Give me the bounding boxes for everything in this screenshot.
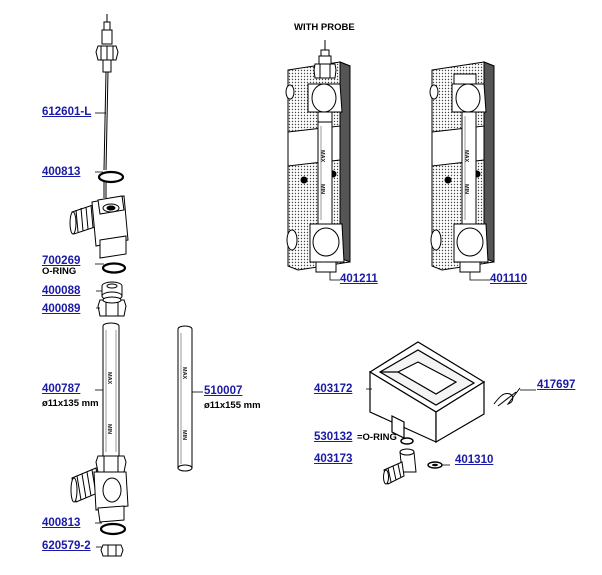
o-ring-note-right: =O-RING <box>357 432 397 443</box>
bottom-elbow-valve-drawing <box>70 455 129 523</box>
hex-nut-400089-drawing <box>97 296 127 317</box>
top-elbow-valve-drawing <box>69 195 129 259</box>
part-401110-link[interactable]: 401110 <box>490 273 528 285</box>
washer-400813-bottom-drawing <box>99 522 127 536</box>
part-417697-link[interactable]: 417697 <box>537 379 576 391</box>
part-510007-link[interactable]: 510007 <box>204 385 243 397</box>
washer-400813-top-drawing <box>97 170 125 184</box>
with-probe-heading: WITH PROBE <box>294 22 355 33</box>
part-400813-top-link[interactable]: 400813 <box>42 166 81 178</box>
probe-rod-drawing <box>95 14 119 198</box>
dimension-510007: ø11x155 mm <box>204 400 261 411</box>
clip-417697-drawing <box>493 387 521 407</box>
max-mark-401211: MAX <box>319 150 325 163</box>
max-mark-401110: MAX <box>463 150 469 163</box>
max-mark-left: MAX <box>106 372 112 385</box>
part-530132-link[interactable]: 530132 <box>314 431 353 443</box>
min-mark-401110: MIN <box>463 184 469 194</box>
part-400813-bottom-link[interactable]: 400813 <box>42 517 81 529</box>
part-400089-link[interactable]: 400089 <box>42 303 81 315</box>
dimension-400787: ø11x135 mm <box>42 398 99 409</box>
part-403173-link[interactable]: 403173 <box>314 453 353 465</box>
level-assembly-401110-drawing <box>429 61 495 273</box>
o-ring-700269-drawing <box>101 262 127 274</box>
min-mark-middle: MIN <box>181 430 187 440</box>
level-assembly-401211-drawing <box>285 40 351 273</box>
min-mark-left: MIN <box>106 424 112 434</box>
elbow-fitting-403173-drawing <box>383 448 417 485</box>
gauge-glass-510007-drawing <box>177 325 193 472</box>
drip-tray-403172-drawing <box>368 341 486 444</box>
part-620579-2-link[interactable]: 620579-2 <box>42 540 91 552</box>
cap-620579-drawing <box>100 544 124 557</box>
gauge-glass-400787-drawing <box>102 322 120 457</box>
part-401310-link[interactable]: 401310 <box>455 454 494 466</box>
o-ring-note-left: O-RING <box>42 266 77 277</box>
part-400787-link[interactable]: 400787 <box>42 383 81 395</box>
part-403172-link[interactable]: 403172 <box>314 383 353 395</box>
part-700269-link[interactable]: 700269 <box>42 255 81 267</box>
o-ring-530132-drawing <box>400 437 414 445</box>
part-612601-l-link[interactable]: 612601-L <box>42 106 92 118</box>
part-401211-link[interactable]: 401211 <box>340 273 378 285</box>
max-mark-middle: MAX <box>181 367 187 380</box>
part-400088-link[interactable]: 400088 <box>42 285 81 297</box>
min-mark-401211: MIN <box>319 184 325 194</box>
